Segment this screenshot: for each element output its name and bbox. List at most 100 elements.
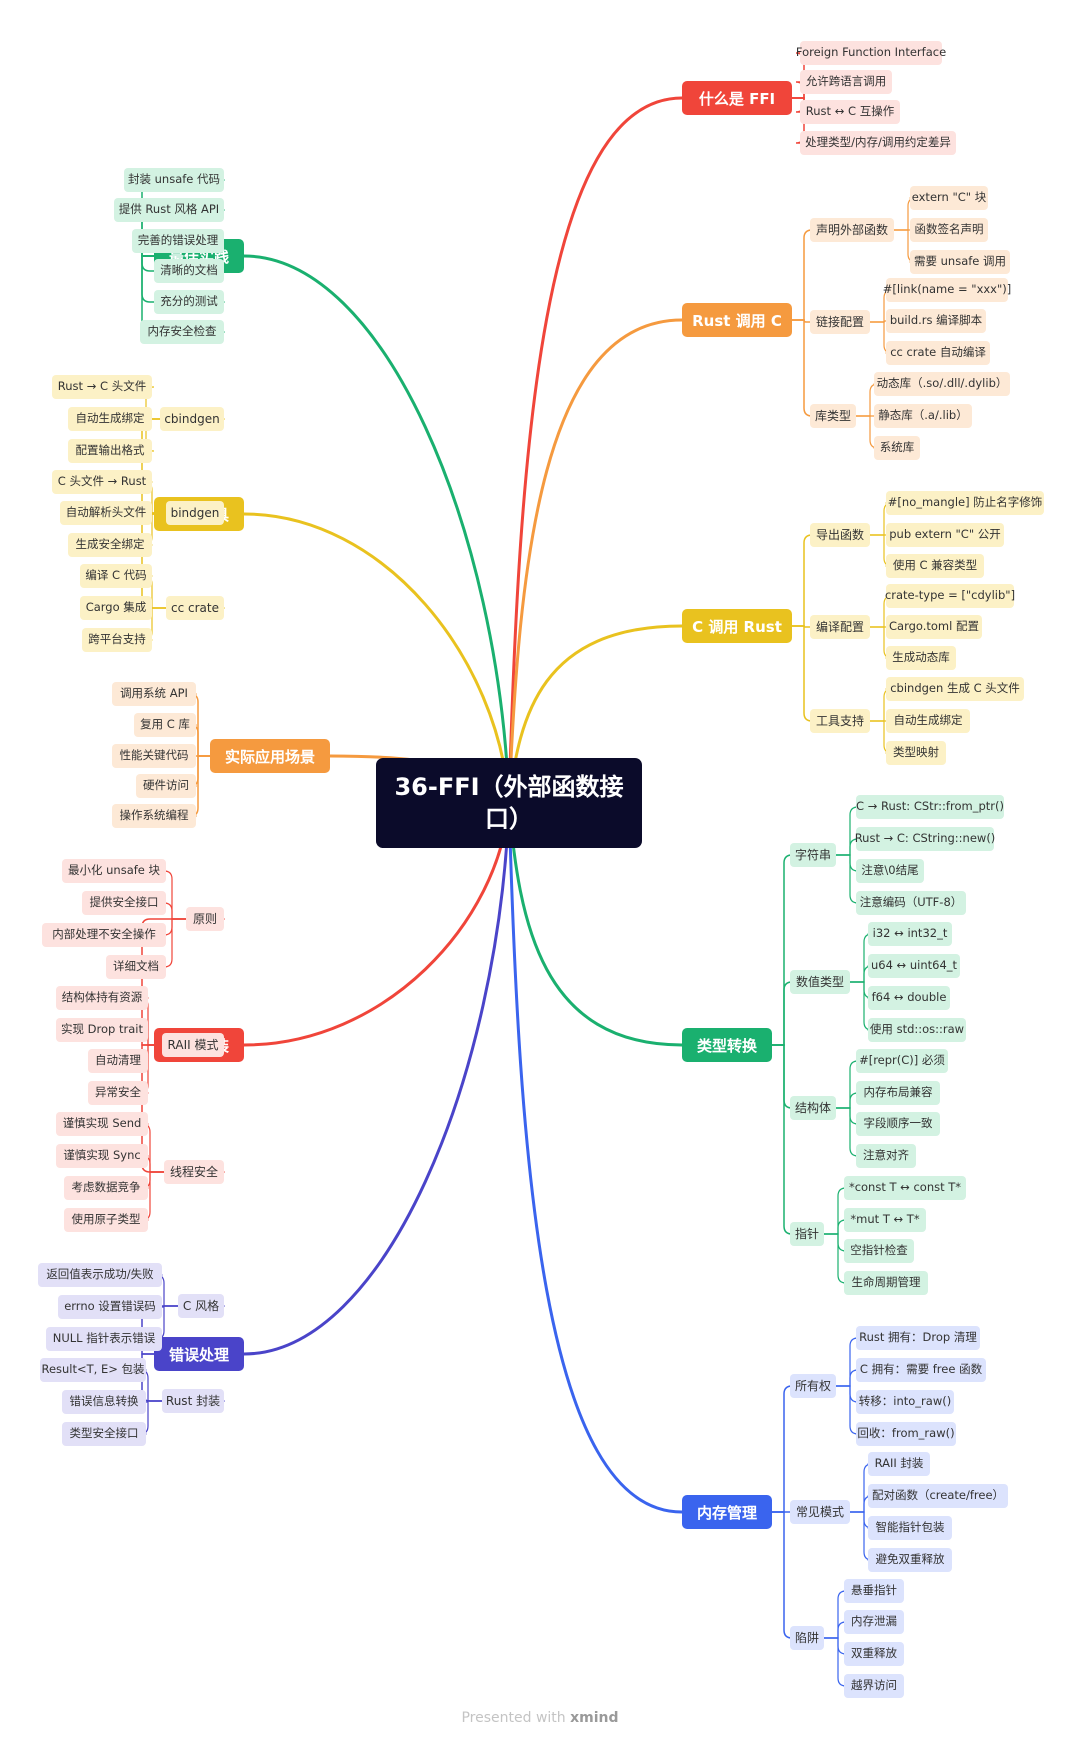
leaf-topic[interactable]: 类型映射 (886, 741, 946, 765)
central-topic[interactable]: 36-FFI（外部函数接口） (376, 758, 642, 848)
leaf-topic[interactable]: 调用系统 API (112, 682, 196, 706)
leaf-topic[interactable]: 编译 C 代码 (80, 564, 152, 588)
leaf-topic[interactable]: Cargo.toml 配置 (886, 615, 982, 639)
leaf-topic[interactable]: 双重释放 (844, 1642, 904, 1666)
leaf-topic[interactable]: 返回值表示成功/失败 (38, 1263, 162, 1287)
leaf-topic[interactable]: 悬垂指针 (844, 1579, 904, 1603)
leaf-topic[interactable]: 自动生成绑定 (68, 407, 152, 431)
leaf-topic[interactable]: 操作系统编程 (112, 804, 196, 828)
leaf-topic[interactable]: 允许跨语言调用 (800, 70, 892, 94)
leaf-topic[interactable]: 内存布局兼容 (856, 1081, 940, 1105)
subtopic[interactable]: 线程安全 (164, 1160, 224, 1184)
leaf-topic[interactable]: Cargo 集成 (80, 596, 152, 620)
leaf-topic[interactable]: #[repr(C)] 必须 (856, 1049, 948, 1073)
subtopic[interactable]: C 风格 (178, 1294, 224, 1318)
leaf-topic[interactable]: 结构体持有资源 (56, 986, 148, 1010)
leaf-topic[interactable]: 使用 std::os::raw (868, 1018, 966, 1042)
subtopic[interactable]: 编译配置 (810, 615, 870, 639)
leaf-topic[interactable]: errno 设置错误码 (58, 1295, 162, 1319)
leaf-topic[interactable]: i32 ↔ int32_t (868, 922, 952, 946)
leaf-topic[interactable]: 避免双重释放 (868, 1548, 952, 1572)
main-topic[interactable]: 错误处理 (154, 1337, 244, 1371)
leaf-topic[interactable]: 自动解析头文件 (60, 501, 152, 525)
leaf-topic[interactable]: Foreign Function Interface (796, 41, 946, 65)
leaf-topic[interactable]: 跨平台支持 (82, 628, 152, 652)
subtopic[interactable]: 结构体 (790, 1096, 836, 1120)
leaf-topic[interactable]: crate-type = ["cdylib"] (885, 584, 1015, 608)
subtopic[interactable]: 链接配置 (810, 310, 870, 334)
leaf-topic[interactable]: 封装 unsafe 代码 (124, 168, 224, 192)
leaf-topic[interactable]: pub extern "C" 公开 (886, 523, 1004, 547)
leaf-topic[interactable]: Rust ↔ C 互操作 (800, 100, 900, 124)
leaf-topic[interactable]: 越界访问 (844, 1674, 904, 1698)
leaf-topic[interactable]: Rust 拥有：Drop 清理 (856, 1326, 980, 1350)
main-topic[interactable]: 什么是 FFI (682, 81, 792, 115)
leaf-topic[interactable]: 系统库 (874, 436, 920, 460)
subtopic[interactable]: 库类型 (810, 404, 856, 428)
subtopic[interactable]: bindgen (166, 501, 224, 525)
subtopic[interactable]: 原则 (186, 907, 224, 931)
subtopic[interactable]: RAII 模式 (162, 1033, 224, 1057)
leaf-topic[interactable]: 注意对齐 (856, 1144, 916, 1168)
subtopic[interactable]: cbindgen (160, 407, 224, 431)
leaf-topic[interactable]: build.rs 编译脚本 (886, 309, 986, 333)
leaf-topic[interactable]: 错误信息转换 (62, 1390, 146, 1414)
subtopic[interactable]: Rust 封装 (162, 1389, 224, 1413)
leaf-topic[interactable]: RAII 封装 (868, 1452, 930, 1476)
subtopic[interactable]: 数值类型 (790, 970, 850, 994)
leaf-topic[interactable]: 详细文档 (106, 955, 166, 979)
leaf-topic[interactable]: 异常安全 (88, 1081, 148, 1105)
subtopic[interactable]: 指针 (790, 1222, 824, 1246)
leaf-topic[interactable]: 生命周期管理 (844, 1271, 928, 1295)
subtopic[interactable]: 声明外部函数 (810, 218, 894, 242)
leaf-topic[interactable]: 使用 C 兼容类型 (886, 554, 984, 578)
leaf-topic[interactable]: cbindgen 生成 C 头文件 (886, 677, 1024, 701)
leaf-topic[interactable]: 生成安全绑定 (68, 533, 152, 557)
leaf-topic[interactable]: 生成动态库 (886, 646, 956, 670)
leaf-topic[interactable]: 内存安全检查 (140, 320, 224, 344)
leaf-topic[interactable]: 性能关键代码 (112, 744, 196, 768)
leaf-topic[interactable]: 清晰的文档 (154, 259, 224, 283)
leaf-topic[interactable]: 复用 C 库 (134, 713, 196, 737)
leaf-topic[interactable]: 转移：into_raw() (856, 1390, 954, 1414)
leaf-topic[interactable]: 提供安全接口 (82, 891, 166, 915)
leaf-topic[interactable]: *mut T ↔ T* (844, 1208, 926, 1232)
leaf-topic[interactable]: f64 ↔ double (868, 986, 950, 1010)
leaf-topic[interactable]: cc crate 自动编译 (886, 341, 990, 365)
leaf-topic[interactable]: C 头文件 → Rust (52, 470, 152, 494)
leaf-topic[interactable]: 内存泄漏 (844, 1610, 904, 1634)
leaf-topic[interactable]: 配置输出格式 (68, 439, 152, 463)
main-topic[interactable]: Rust 调用 C (682, 303, 792, 337)
subtopic[interactable]: 常见模式 (790, 1500, 850, 1524)
leaf-topic[interactable]: 动态库（.so/.dll/.dylib） (874, 372, 1010, 396)
leaf-topic[interactable]: 考虑数据竞争 (64, 1176, 148, 1200)
leaf-topic[interactable]: *const T ↔ const T* (844, 1176, 966, 1200)
leaf-topic[interactable]: 类型安全接口 (62, 1422, 146, 1446)
subtopic[interactable]: cc crate (166, 596, 224, 620)
subtopic[interactable]: 工具支持 (810, 709, 870, 733)
leaf-topic[interactable]: 字段顺序一致 (856, 1112, 940, 1136)
leaf-topic[interactable]: 内部处理不安全操作 (42, 923, 166, 947)
leaf-topic[interactable]: extern "C" 块 (910, 186, 988, 210)
leaf-topic[interactable]: 静态库（.a/.lib） (874, 404, 972, 428)
leaf-topic[interactable]: Result<T, E> 包装 (40, 1358, 146, 1382)
leaf-topic[interactable]: 实现 Drop trait (56, 1018, 148, 1042)
leaf-topic[interactable]: 空指针检查 (844, 1239, 914, 1263)
leaf-topic[interactable]: 配对函数（create/free） (868, 1484, 1008, 1508)
leaf-topic[interactable]: 处理类型/内存/调用约定差异 (800, 131, 956, 155)
main-topic[interactable]: C 调用 Rust (682, 609, 792, 643)
leaf-topic[interactable]: 函数签名声明 (910, 218, 988, 242)
leaf-topic[interactable]: 回收：from_raw() (856, 1422, 956, 1446)
leaf-topic[interactable]: 充分的测试 (154, 290, 224, 314)
leaf-topic[interactable]: u64 ↔ uint64_t (868, 954, 960, 978)
leaf-topic[interactable]: 自动生成绑定 (886, 709, 970, 733)
leaf-topic[interactable]: 需要 unsafe 调用 (910, 250, 1010, 274)
leaf-topic[interactable]: #[no_mangle] 防止名字修饰 (886, 491, 1044, 515)
leaf-topic[interactable]: Rust → C: CString::new() (855, 827, 995, 851)
leaf-topic[interactable]: 注意编码（UTF-8） (856, 891, 966, 915)
leaf-topic[interactable]: 谨慎实现 Sync (56, 1144, 148, 1168)
leaf-topic[interactable]: 注意\0结尾 (856, 859, 924, 883)
main-topic[interactable]: 内存管理 (682, 1495, 772, 1529)
leaf-topic[interactable]: NULL 指针表示错误 (46, 1327, 162, 1351)
leaf-topic[interactable]: #[link(name = "xxx")] (883, 278, 1011, 302)
